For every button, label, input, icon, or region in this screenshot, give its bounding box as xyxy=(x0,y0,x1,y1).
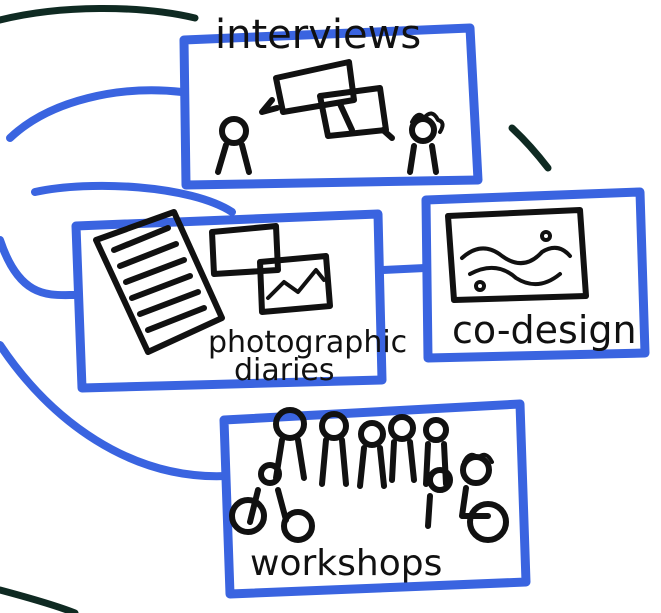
workshops-box xyxy=(219,399,531,599)
photographic-label: photographic xyxy=(208,325,407,360)
node-photographic-diaries: photographic diaries xyxy=(71,209,407,393)
diaries-label: diaries xyxy=(234,353,335,388)
person-icon xyxy=(215,116,252,175)
top-dark-curve xyxy=(0,4,199,24)
co-design-box xyxy=(421,187,650,363)
landscape-photo-icon xyxy=(257,253,333,315)
interviews-label: interviews xyxy=(215,12,421,58)
connector-left-to-workshops xyxy=(0,341,230,481)
connector-left-to-diaries xyxy=(0,236,79,300)
co-design-label: co-design xyxy=(452,308,637,352)
connector-top-diaries xyxy=(31,181,236,216)
connector-diaries-to-codesign xyxy=(379,264,429,274)
bottom-dark-curve xyxy=(0,586,79,613)
notebook-icon xyxy=(93,209,225,355)
node-workshops: workshops xyxy=(219,399,531,599)
connector-left-to-interviews xyxy=(6,86,186,142)
workshops-label: workshops xyxy=(250,543,442,584)
node-co-design: co-design xyxy=(421,187,650,363)
map-sketch-icon xyxy=(445,207,589,303)
photo-frame-icon xyxy=(209,223,281,277)
right-dark-tick xyxy=(508,124,552,172)
group-of-people-icon xyxy=(229,407,453,543)
speech-bubbles-icon xyxy=(259,59,395,141)
person-curly-hair-icon xyxy=(407,111,445,175)
wheelchair-user-icon xyxy=(459,452,509,543)
photographic-diaries-box xyxy=(71,209,387,393)
node-interviews: interviews xyxy=(179,12,483,190)
interviews-box xyxy=(179,23,483,190)
